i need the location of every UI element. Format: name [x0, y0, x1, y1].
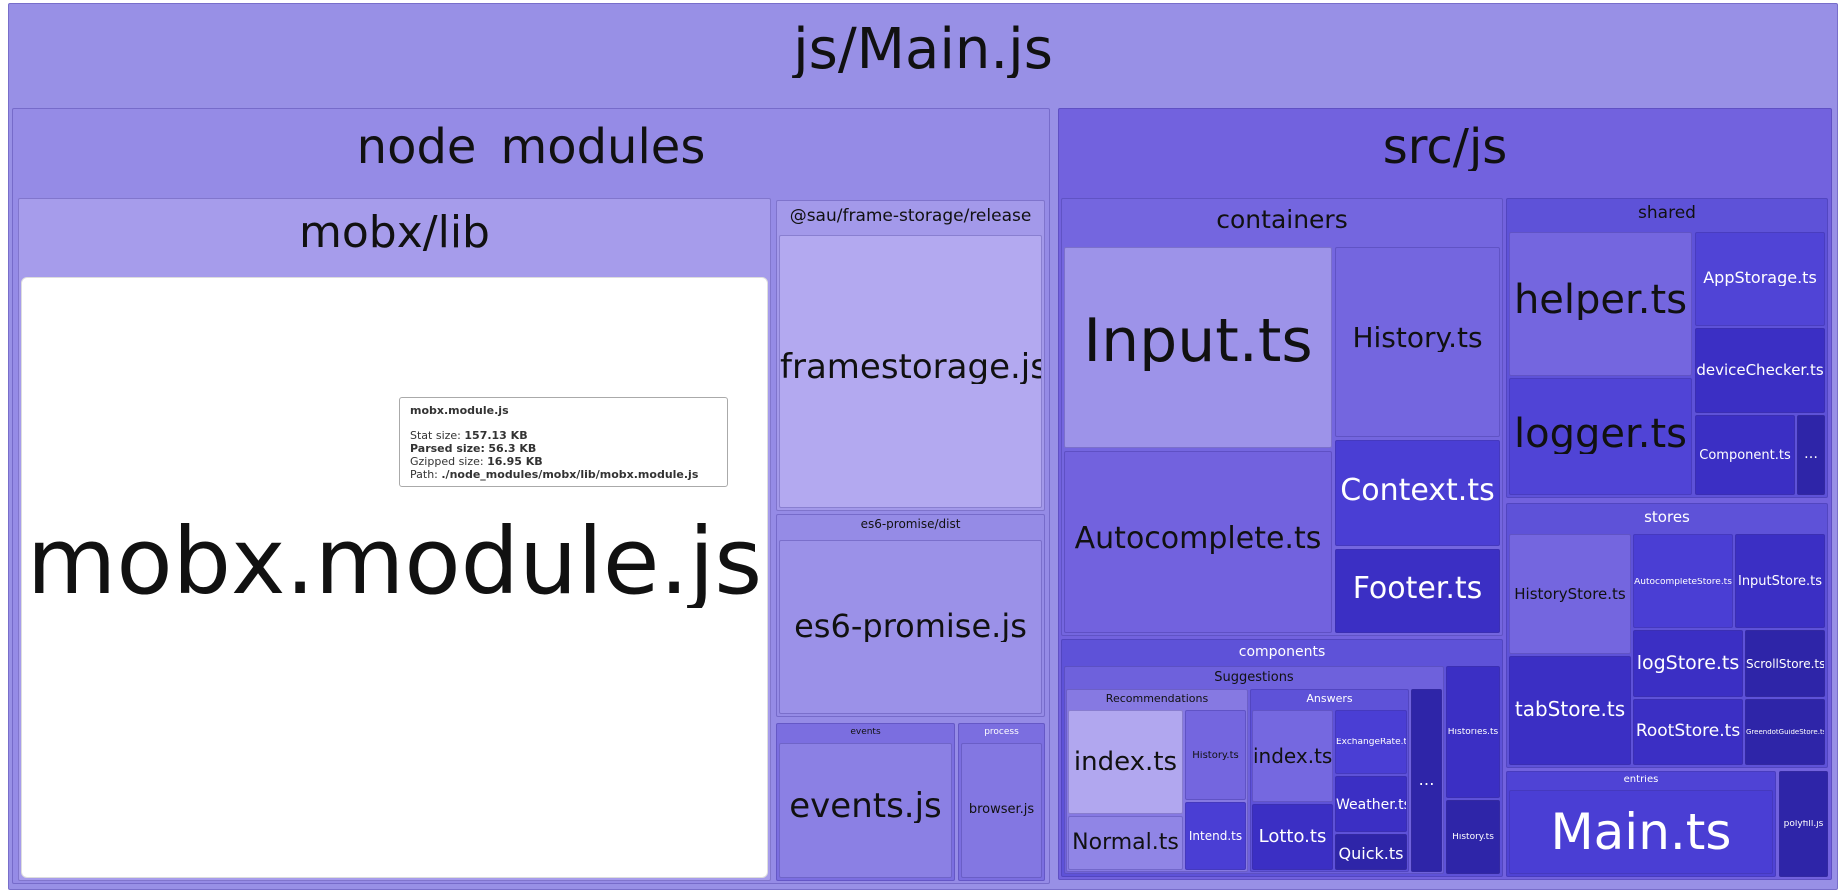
shared-more-button[interactable]: …	[1797, 415, 1825, 495]
tooltip-parsed-size: Parsed size: 56.3 KB	[410, 442, 537, 455]
group-es6-promise-dist-label: es6-promise/dist	[860, 518, 961, 530]
group-suggestions-label: Suggestions	[1214, 671, 1294, 684]
group-components-label: components	[1238, 645, 1326, 659]
module-exchange-rate-ts-label: ExchangeRate.ts	[1336, 738, 1406, 747]
module-root-store-ts[interactable]: RootStore.ts	[1633, 699, 1743, 765]
tooltip-title: mobx.module.js	[410, 404, 509, 417]
tooltip-stat-size: Stat size: 157.13 KB	[410, 429, 528, 442]
group-answers-label: Answers	[1306, 693, 1353, 704]
module-root-store-ts-label: RootStore.ts	[1635, 723, 1741, 740]
module-histories-ts[interactable]: Histories.ts	[1446, 666, 1500, 798]
module-logger-ts[interactable]: logger.ts	[1509, 378, 1692, 495]
module-footer-ts-label: Footer.ts	[1352, 574, 1483, 604]
group-containers-label: containers	[1216, 207, 1348, 232]
module-normal-ts[interactable]: Normal.ts	[1068, 816, 1183, 870]
module-device-checker-ts[interactable]: deviceChecker.ts	[1695, 328, 1825, 413]
module-rec-index-ts[interactable]: index.ts	[1068, 710, 1183, 814]
module-scroll-store-ts[interactable]: ScrollStore.ts	[1745, 630, 1825, 697]
module-autocomplete-store-ts[interactable]: AutocompleteStore.ts	[1633, 534, 1733, 628]
module-histories-ts-label: Histories.ts	[1447, 728, 1499, 737]
group-shared-label: shared	[1638, 205, 1696, 222]
group-entries-label: entries	[1623, 775, 1659, 785]
module-comp-history-ts-label: History.ts	[1452, 833, 1494, 842]
module-footer-ts[interactable]: Footer.ts	[1335, 549, 1500, 633]
tooltip-path: Path: ./node_modules/mobx/lib/mobx.modul…	[410, 468, 699, 481]
module-polyfill-js-label: polyfill.js	[1783, 820, 1824, 829]
module-logger-ts-label: logger.ts	[1514, 414, 1687, 454]
module-autocomplete-ts-label: Autocomplete.ts	[1074, 524, 1322, 554]
module-tooltip: mobx.module.js Stat size: 157.13 KB Pars…	[399, 397, 728, 487]
module-component-ts-label: Component.ts	[1699, 449, 1791, 462]
group-src-js-label: src/js	[1382, 123, 1508, 171]
module-browser-js[interactable]: browser.js	[961, 743, 1042, 878]
module-input-ts-label: Input.ts	[1083, 311, 1313, 371]
module-events-js-label: events.js	[789, 789, 942, 823]
module-helper-ts[interactable]: helper.ts	[1509, 232, 1692, 376]
module-tab-store-ts-label: tabStore.ts	[1514, 699, 1626, 719]
module-history-store-ts-label: HistoryStore.ts	[1514, 587, 1626, 602]
module-component-ts[interactable]: Component.ts	[1695, 415, 1795, 495]
module-comp-history-ts[interactable]: History.ts	[1446, 800, 1500, 874]
suggestions-more-button[interactable]: …	[1411, 689, 1442, 872]
group-recommendations-label: Recommendations	[1105, 693, 1209, 704]
module-autocomplete-ts[interactable]: Autocomplete.ts	[1064, 451, 1332, 633]
module-context-ts[interactable]: Context.ts	[1335, 440, 1500, 546]
module-es6-promise-js-label: es6-promise.js	[794, 610, 1027, 642]
module-main-ts-label: Main.ts	[1550, 807, 1732, 857]
module-rec-history-ts-label: History.ts	[1192, 751, 1239, 761]
module-mobx-module-js-label: mobx.module.js	[26, 516, 763, 608]
shared-more-label: …	[1804, 447, 1818, 461]
module-lotto-ts[interactable]: Lotto.ts	[1252, 804, 1333, 870]
tooltip-gzipped-size: Gzipped size: 16.95 KB	[410, 455, 543, 468]
module-log-store-ts[interactable]: logStore.ts	[1633, 630, 1743, 697]
module-polyfill-js[interactable]: polyfill.js	[1779, 771, 1828, 877]
module-greendot-guide-store-ts[interactable]: GreendotGuideStore.ts	[1745, 699, 1825, 765]
group-mobx-lib-label: mobx/lib	[299, 211, 490, 255]
module-quick-ts[interactable]: Quick.ts	[1335, 834, 1407, 870]
treemap-root-label: js/Main.js	[793, 22, 1053, 78]
module-quick-ts-label: Quick.ts	[1338, 846, 1404, 862]
module-intend-ts[interactable]: Intend.ts	[1185, 802, 1246, 870]
module-history-ts[interactable]: History.ts	[1335, 247, 1500, 437]
group-events-label: events	[850, 728, 881, 737]
module-events-js[interactable]: events.js	[779, 743, 952, 878]
module-rec-history-ts[interactable]: History.ts	[1185, 710, 1246, 800]
module-history-ts-label: History.ts	[1352, 324, 1483, 352]
module-lotto-ts-label: Lotto.ts	[1258, 828, 1327, 846]
module-weather-ts-label: Weather.ts	[1336, 798, 1406, 812]
suggestions-more-label: …	[1418, 772, 1435, 788]
module-exchange-rate-ts[interactable]: ExchangeRate.ts	[1335, 710, 1407, 774]
module-tab-store-ts[interactable]: tabStore.ts	[1509, 656, 1631, 765]
module-device-checker-ts-label: deviceChecker.ts	[1696, 363, 1824, 378]
module-framestorage-js[interactable]: framestorage.js	[779, 235, 1042, 508]
module-intend-ts-label: Intend.ts	[1188, 830, 1243, 842]
module-es6-promise-js[interactable]: es6-promise.js	[779, 540, 1042, 714]
module-greendot-guide-store-ts-label: GreendotGuideStore.ts	[1746, 729, 1824, 736]
group-frame-storage-release-label: @sau/frame-storage/release	[789, 208, 1032, 225]
module-autocomplete-store-ts-label: AutocompleteStore.ts	[1634, 578, 1732, 587]
module-framestorage-js-label: framestorage.js	[780, 350, 1041, 384]
module-input-ts[interactable]: Input.ts	[1064, 247, 1332, 448]
module-app-storage-ts-label: AppStorage.ts	[1703, 270, 1817, 286]
module-helper-ts-label: helper.ts	[1513, 280, 1688, 320]
group-process-label: process	[984, 728, 1019, 737]
module-context-ts-label: Context.ts	[1340, 476, 1495, 506]
module-input-store-ts-label: InputStore.ts	[1737, 575, 1823, 588]
module-ans-index-ts[interactable]: index.ts	[1252, 710, 1333, 802]
module-input-store-ts[interactable]: InputStore.ts	[1735, 534, 1825, 628]
module-browser-js-label: browser.js	[968, 803, 1035, 816]
module-scroll-store-ts-label: ScrollStore.ts	[1746, 658, 1824, 670]
group-node-modules-label: node_modules	[356, 123, 706, 171]
module-weather-ts[interactable]: Weather.ts	[1335, 776, 1407, 832]
module-main-ts[interactable]: Main.ts	[1509, 790, 1773, 874]
module-log-store-ts-label: logStore.ts	[1636, 654, 1740, 673]
module-app-storage-ts[interactable]: AppStorage.ts	[1695, 232, 1825, 326]
module-normal-ts-label: Normal.ts	[1072, 832, 1179, 854]
module-history-store-ts[interactable]: HistoryStore.ts	[1509, 534, 1631, 654]
module-rec-index-ts-label: index.ts	[1073, 749, 1178, 775]
group-stores-label: stores	[1644, 510, 1690, 525]
module-mobx-module-js[interactable]: mobx.module.js	[21, 277, 768, 878]
module-ans-index-ts-label: index.ts	[1253, 746, 1332, 766]
